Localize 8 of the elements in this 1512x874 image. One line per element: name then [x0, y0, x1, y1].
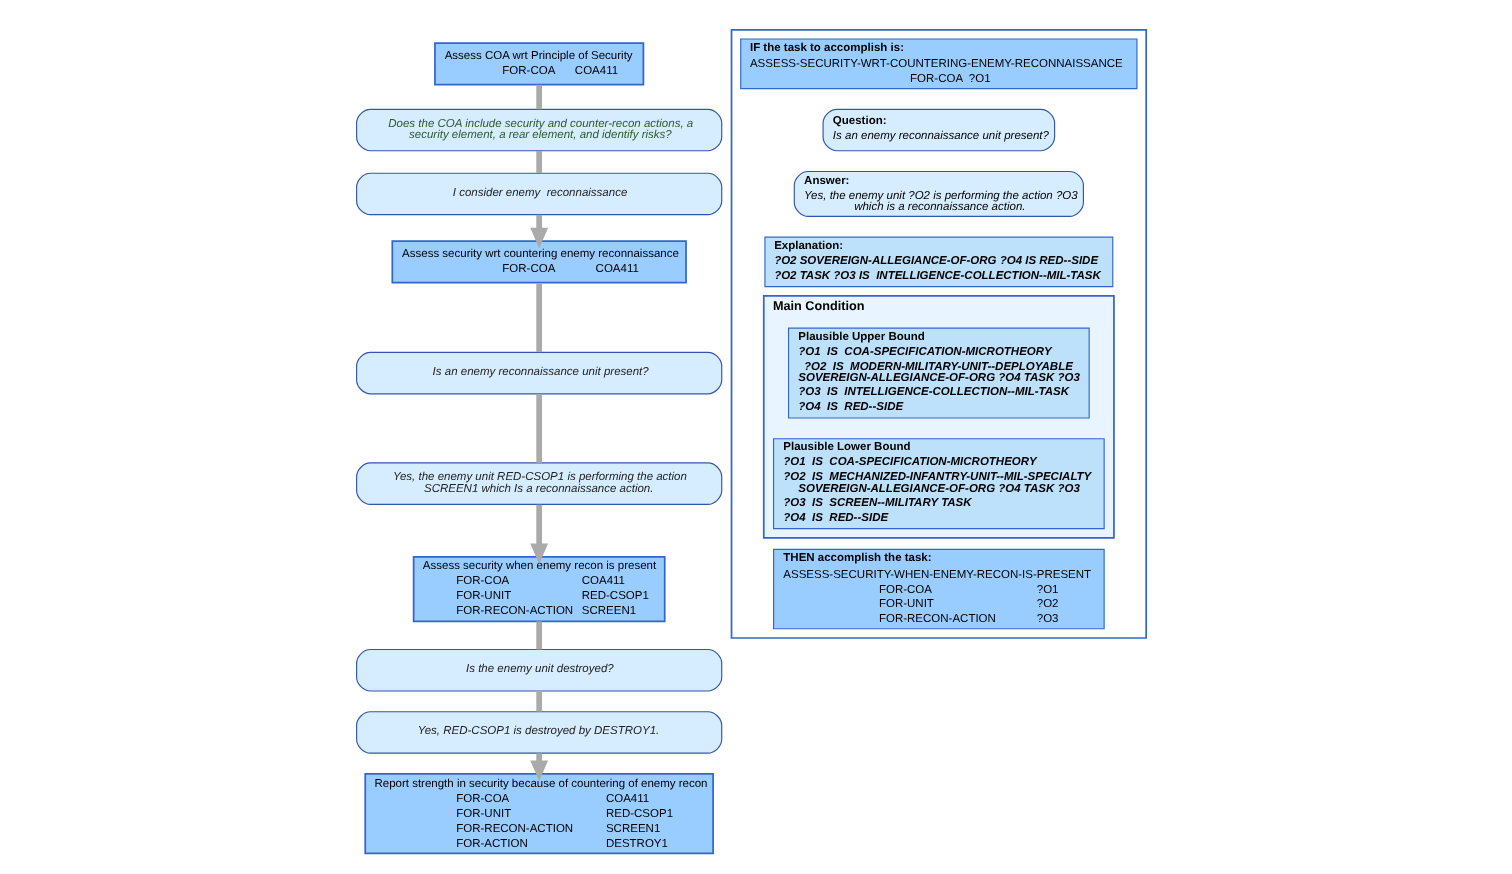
connector — [536, 151, 543, 173]
arrow — [530, 504, 549, 564]
connector — [536, 283, 543, 353]
cluster — [730, 28, 1148, 639]
connector — [536, 84, 543, 110]
connector — [536, 691, 543, 712]
connector — [536, 621, 543, 650]
connector — [536, 394, 543, 463]
